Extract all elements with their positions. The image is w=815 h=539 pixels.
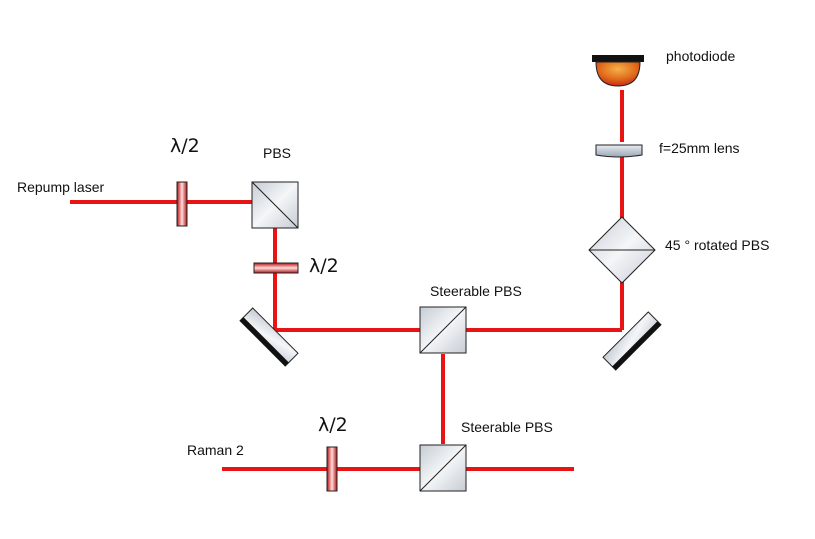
half-wave-plate-1 <box>176 181 188 227</box>
label-steerable-pbs-1: Steerable PBS <box>430 283 522 299</box>
half-wave-plate-2 <box>253 262 299 274</box>
label-photodiode: photodiode <box>666 48 736 64</box>
half-wave-plate-3 <box>326 446 338 492</box>
rotated-pbs-cube <box>588 216 656 284</box>
label-rotated-pbs: 45 ° rotated PBS <box>665 237 769 253</box>
label-steerable-pbs-2: Steerable PBS <box>461 419 553 435</box>
pbs-cube-top <box>251 181 299 229</box>
steerable-pbs-cube-1 <box>419 306 467 354</box>
laser-beams <box>70 90 624 471</box>
mirror-right <box>602 311 662 371</box>
label-raman2: Raman 2 <box>187 442 244 458</box>
label-lens: f=25mm lens <box>659 140 740 156</box>
label-halfwave-2: λ/2 <box>309 255 339 277</box>
label-halfwave-3: λ/2 <box>318 414 348 436</box>
steerable-pbs-cube-2 <box>419 444 467 492</box>
photodiode <box>592 55 644 87</box>
label-repump-laser: Repump laser <box>17 179 104 195</box>
mirror-left <box>239 307 299 367</box>
label-pbs-top: PBS <box>263 145 291 161</box>
lens <box>595 144 643 158</box>
label-halfwave-1: λ/2 <box>170 135 200 157</box>
